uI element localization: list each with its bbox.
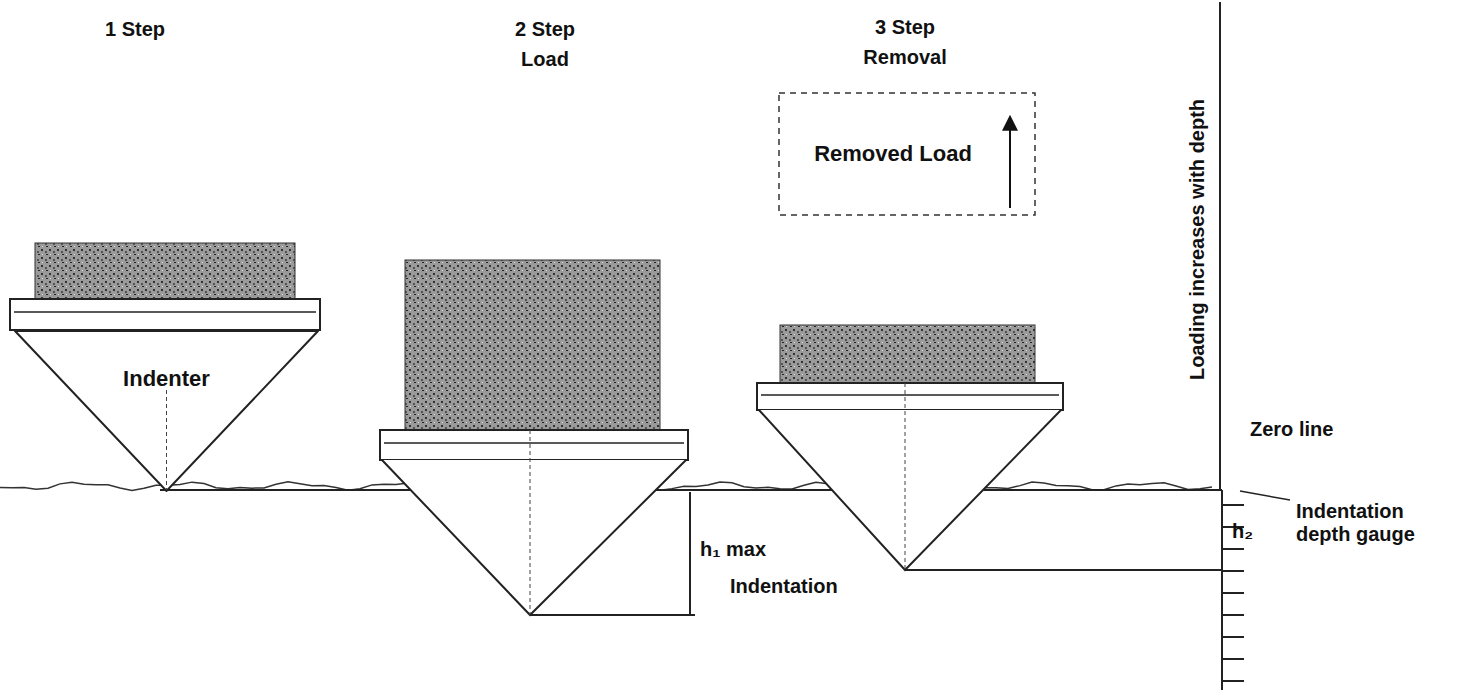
text-label: 1 Step [60,18,210,41]
loading-plate [10,299,320,330]
load-block [780,325,1035,383]
indenter-cone [759,410,1061,570]
box-label: Removed Load [778,141,1036,167]
text-label: Zero line [1250,418,1360,441]
text-label: Removal [830,46,980,69]
load-block [405,260,660,430]
loading-plate [380,430,688,460]
removed-load-box: Removed Load [778,92,1036,216]
indenter-cone [382,460,686,615]
indenter-cone: Indenter [14,330,319,492]
text-label: 3 Step [830,16,980,39]
part-label: Indenter [14,366,319,392]
axis-label: Loading increases with depth [1186,5,1209,475]
load-block [35,243,295,299]
leader-line [1240,491,1290,500]
text-label: 2 Step [470,18,620,41]
text-label: Load [470,48,620,71]
reference-line [160,489,1222,491]
text-label: h₂ [1232,520,1272,543]
text-label: h₁ max [700,538,820,561]
text-label: Indentation depth gauge [1296,500,1456,546]
node-outline [14,330,319,492]
loading-plate [757,383,1063,410]
load-axis [1219,2,1221,490]
depth-bracket [689,492,691,615]
text-label: Indentation [730,575,900,598]
removal-arrow [1009,118,1011,208]
